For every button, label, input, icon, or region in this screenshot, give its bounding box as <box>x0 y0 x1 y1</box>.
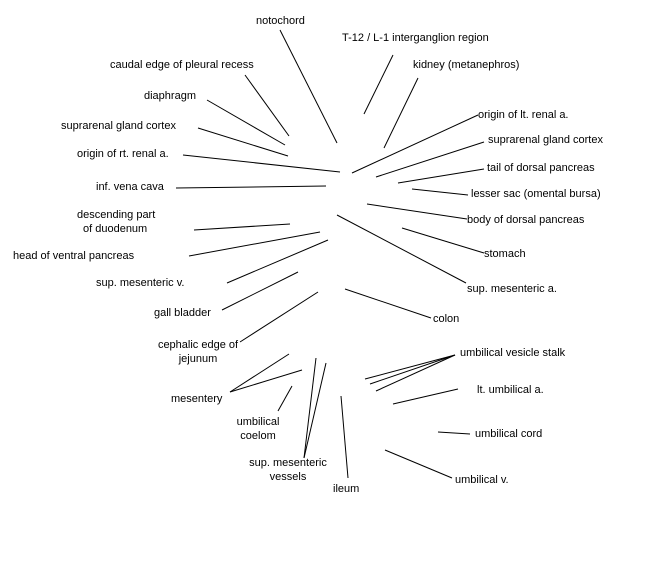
leader-stomach <box>401 227 485 254</box>
leader-t12-l1 <box>363 54 394 115</box>
label-cephalic-edge-jejunum-line1: cephalic edge of <box>157 339 239 351</box>
label-cephalic-edge-jejunum-line2: jejunum <box>178 353 218 365</box>
leader-suprarenal-right <box>375 141 485 178</box>
label-head-ventral-pancreas: head of ventral pancreas <box>13 250 135 262</box>
label-colon: colon <box>433 313 460 325</box>
label-origin-lt-renal-a: origin of lt. renal a. <box>478 109 569 121</box>
label-umbilical-cord: umbilical cord <box>475 428 543 440</box>
leader-sup-mesenteric-vessels-1 <box>303 357 317 459</box>
leader-tail-dorsal-pancreas <box>397 168 485 184</box>
label-descending-duodenum-line2: of duodenum <box>83 223 148 235</box>
leader-caudal-pleural <box>244 74 290 137</box>
label-origin-rt-renal-a: origin of rt. renal a. <box>77 148 169 160</box>
leader-lesser-sac <box>411 188 469 196</box>
label-cephalic-edge-jejunum: cephalic edge of jejunum <box>150 338 246 366</box>
leader-vesicle-stalk-2 <box>369 354 456 385</box>
label-suprarenal-gland-cortex-left: suprarenal gland cortex <box>61 120 176 132</box>
label-umbilical-coelom: umbilical coelom <box>228 415 288 443</box>
leader-umbilical-coelom <box>277 385 293 412</box>
label-sup-mesenteric-vessels-line2: vessels <box>269 471 307 483</box>
leader-mesentery-2 <box>229 369 303 393</box>
label-lesser-sac: lesser sac (omental bursa) <box>471 188 601 200</box>
label-tail-dorsal-pancreas: tail of dorsal pancreas <box>487 162 595 174</box>
leader-gall-bladder <box>221 271 299 311</box>
label-kidney: kidney (metanephros) <box>413 59 520 71</box>
label-t12-l1-interganglion: T-12 / L-1 interganglion region <box>342 32 489 44</box>
leader-diaphragm <box>206 99 286 146</box>
leader-body-dorsal-pancreas <box>366 203 468 220</box>
label-suprarenal-gland-cortex-right: suprarenal gland cortex <box>488 134 603 146</box>
leader-vesicle-stalk-1 <box>364 354 456 380</box>
label-sup-mesenteric-vessels: sup. mesenteric vessels <box>238 456 338 484</box>
leader-mesentery-1 <box>229 353 290 393</box>
leader-sup-mesenteric-vessels-2 <box>303 362 327 459</box>
label-descending-duodenum: descending part of duodenum <box>77 208 155 236</box>
leader-vesicle-stalk-3 <box>375 354 456 392</box>
leader-colon <box>344 288 432 319</box>
leader-sup-mesenteric-a <box>336 214 467 284</box>
label-inf-vena-cava: inf. vena cava <box>96 181 164 193</box>
label-umbilical-v: umbilical v. <box>455 474 509 486</box>
label-umbilical-vesicle-stalk: umbilical vesicle stalk <box>460 347 566 359</box>
leader-lt-umbilical-a <box>392 388 459 405</box>
label-notochord: notochord <box>256 15 305 27</box>
leader-umbilical-v <box>384 449 453 479</box>
leader-notochord <box>279 29 338 144</box>
leader-kidney <box>383 77 419 149</box>
label-umbilical-coelom-line1: umbilical <box>236 416 280 428</box>
leader-sup-mesenteric-v <box>226 239 329 284</box>
label-umbilical-coelom-line2: coelom <box>240 430 276 442</box>
label-caudal-edge-pleural-recess: caudal edge of pleural recess <box>110 59 254 71</box>
label-lt-umbilical-a: lt. umbilical a. <box>477 384 544 396</box>
label-body-dorsal-pancreas: body of dorsal pancreas <box>467 214 585 226</box>
leader-descending-duodenum <box>193 223 291 231</box>
leader-ileum <box>340 395 349 479</box>
label-sup-mesenteric-vessels-line1: sup. mesenteric <box>249 457 327 469</box>
leader-origin-lt-renal <box>351 114 479 174</box>
label-ileum: ileum <box>333 483 360 495</box>
label-sup-mesenteric-v: sup. mesenteric v. <box>96 277 185 289</box>
leader-suprarenal-left <box>197 127 289 157</box>
leader-head-ventral-pancreas <box>188 231 321 257</box>
label-diaphragm: diaphragm <box>144 90 196 102</box>
label-sup-mesenteric-a: sup. mesenteric a. <box>467 283 557 295</box>
leader-inf-vena-cava <box>175 185 327 189</box>
label-descending-duodenum-line1: descending part <box>77 209 156 221</box>
label-mesentery: mesentery <box>171 393 223 405</box>
label-gall-bladder: gall bladder <box>154 307 211 319</box>
label-stomach: stomach <box>484 248 526 260</box>
leader-origin-rt-renal <box>182 154 341 173</box>
leader-cephalic-jejunum <box>239 291 319 343</box>
leader-umbilical-cord <box>437 431 471 435</box>
